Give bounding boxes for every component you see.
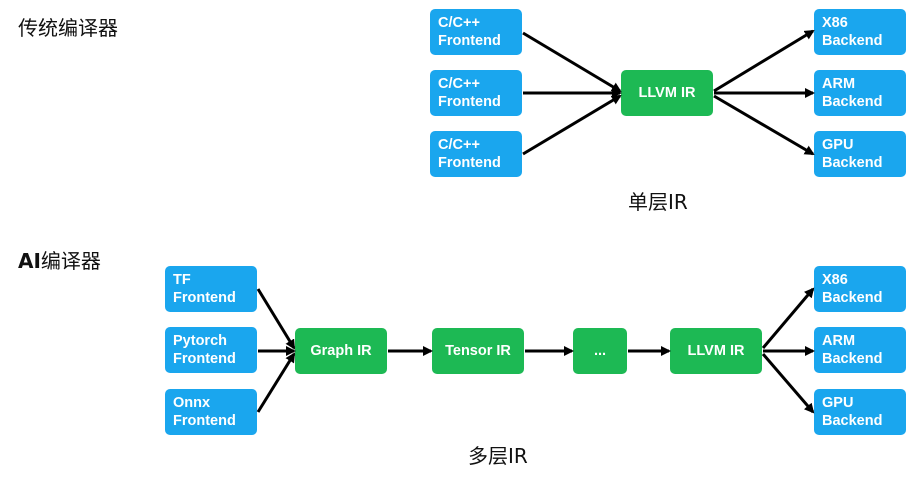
traditional-backend-x86: X86 Backend xyxy=(814,9,906,55)
traditional-frontend-1: C/C++ Frontend xyxy=(430,9,522,55)
traditional-frontend-2-line1: C/C++ xyxy=(438,76,480,92)
traditional-backend-gpu: GPU Backend xyxy=(814,131,906,177)
ai-frontend-tf-line2: Frontend xyxy=(173,290,236,306)
ai-tensor-ir: Tensor IR xyxy=(432,328,524,374)
ai-backend-gpu-line1: GPU xyxy=(822,395,854,411)
traditional-backend-gpu-line1: GPU xyxy=(822,137,854,153)
ai-frontend-onnx-line2: Frontend xyxy=(173,413,236,429)
arrow-ai-onnx-graph xyxy=(256,352,296,413)
ai-backend-x86-line1: X86 xyxy=(822,272,848,288)
traditional-frontend-3: C/C++ Frontend xyxy=(430,131,522,177)
ai-backend-x86: X86 Backend xyxy=(814,266,906,312)
ai-frontend-pytorch: Pytorch Frontend xyxy=(165,327,257,373)
traditional-backend-arm-line2: Backend xyxy=(822,94,883,110)
traditional-compiler-title: 传统编译器 xyxy=(18,16,118,40)
ai-frontend-tf-line1: TF xyxy=(173,272,191,288)
arrow-trad-fe3-ir xyxy=(522,94,622,156)
ai-llvm-ir: LLVM IR xyxy=(670,328,762,374)
traditional-backend-x86-line1: X86 xyxy=(822,15,848,31)
ai-backend-gpu-line2: Backend xyxy=(822,413,883,429)
ai-frontend-onnx-line1: Onnx xyxy=(173,395,211,411)
ai-backend-arm-line2: Backend xyxy=(822,351,883,367)
ai-frontend-onnx: Onnx Frontend xyxy=(165,389,257,435)
traditional-frontend-2-line2: Frontend xyxy=(438,94,501,110)
traditional-frontend-1-line1: C/C++ xyxy=(438,15,480,31)
arrow-ai-tf-graph xyxy=(256,288,296,350)
ai-compiler-title: AI编译器 xyxy=(18,245,101,274)
traditional-caption: 单层IR xyxy=(628,190,688,214)
ai-compiler-title-rest: 编译器 xyxy=(40,249,101,273)
arrow-trad-fe1-ir xyxy=(522,31,622,93)
ai-frontend-tf: TF Frontend xyxy=(165,266,257,312)
traditional-frontend-3-line1: C/C++ xyxy=(438,137,480,153)
traditional-frontend-2: C/C++ Frontend xyxy=(430,70,522,116)
ai-graph-ir: Graph IR xyxy=(295,328,387,374)
ai-ellipsis-ir: ... xyxy=(573,328,627,374)
traditional-frontend-1-line2: Frontend xyxy=(438,33,501,49)
arrow-ai-llvm-x86 xyxy=(761,287,815,349)
ai-backend-arm: ARM Backend xyxy=(814,327,906,373)
arrow-ai-llvm-gpu xyxy=(761,353,815,414)
traditional-llvm-ir: LLVM IR xyxy=(621,70,713,116)
arrow-trad-ir-x86 xyxy=(713,29,815,93)
arrow-trad-ir-gpu xyxy=(713,94,815,156)
traditional-backend-gpu-line2: Backend xyxy=(822,155,883,171)
traditional-frontend-3-line2: Frontend xyxy=(438,155,501,171)
ai-caption: 多层IR xyxy=(468,444,528,468)
ai-backend-arm-line1: ARM xyxy=(822,333,856,349)
ai-backend-gpu: GPU Backend xyxy=(814,389,906,435)
ai-backend-x86-line2: Backend xyxy=(822,290,883,306)
ai-frontend-pytorch-line2: Frontend xyxy=(173,351,236,367)
ai-frontend-pytorch-line1: Pytorch xyxy=(173,333,227,349)
traditional-backend-arm: ARM Backend xyxy=(814,70,906,116)
ai-compiler-title-latin: AI xyxy=(18,249,41,273)
traditional-backend-x86-line2: Backend xyxy=(822,33,883,49)
traditional-backend-arm-line1: ARM xyxy=(822,76,856,92)
